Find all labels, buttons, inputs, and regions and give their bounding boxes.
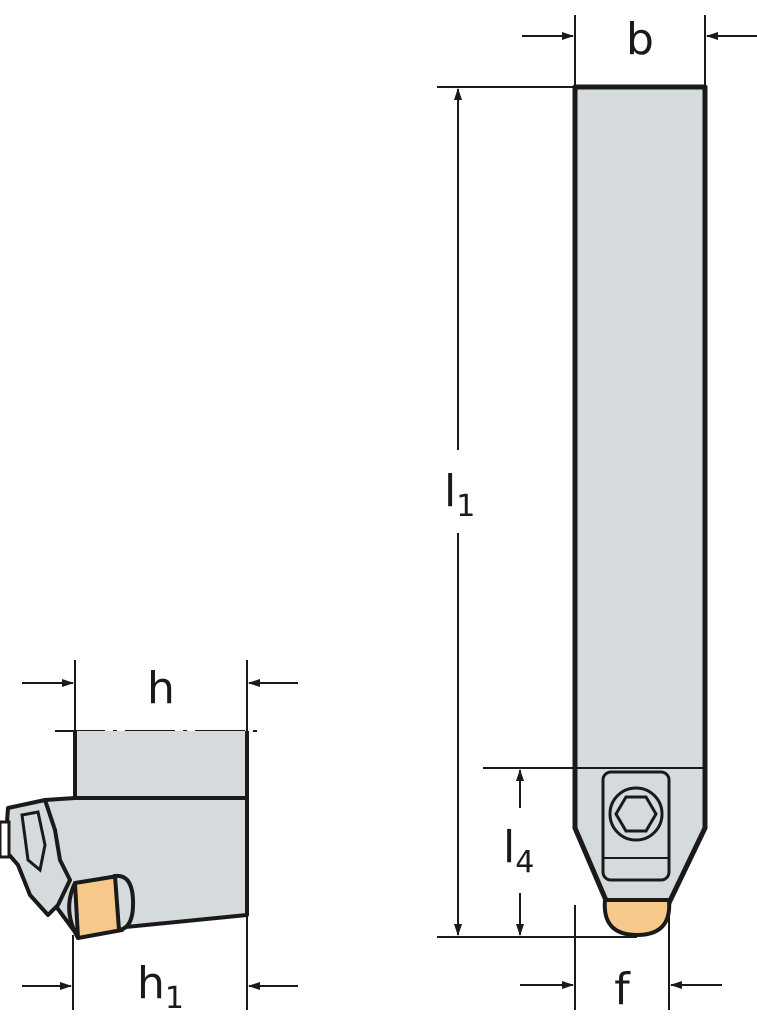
clamp — [601, 770, 671, 882]
label-l4: l4 — [503, 822, 534, 880]
end-view-clamp — [3, 798, 72, 917]
dimension-l4: l4 — [483, 767, 575, 936]
label-f: f — [614, 964, 631, 1015]
top-view: b l1 l4 f — [437, 14, 757, 1015]
dimension-b: b — [522, 14, 757, 87]
end-view-clamp-detail — [20, 810, 47, 873]
round-insert — [602, 898, 672, 937]
dimension-h: h — [22, 660, 298, 731]
end-view: h h1 — [0, 660, 298, 1016]
end-view-shank-upper — [75, 731, 247, 798]
label-h: h — [147, 663, 175, 714]
dimension-h1: h1 — [22, 915, 298, 1016]
end-view-screw — [0, 820, 11, 859]
label-l1: l1 — [444, 466, 475, 524]
label-b: b — [626, 14, 654, 65]
screw-head — [608, 786, 664, 842]
hex-socket-icon — [614, 795, 658, 833]
dimension-f: f — [520, 905, 722, 1015]
end-view-insert — [67, 873, 136, 940]
label-h1: h1 — [137, 958, 184, 1016]
dimension-l1: l1 — [437, 86, 637, 938]
